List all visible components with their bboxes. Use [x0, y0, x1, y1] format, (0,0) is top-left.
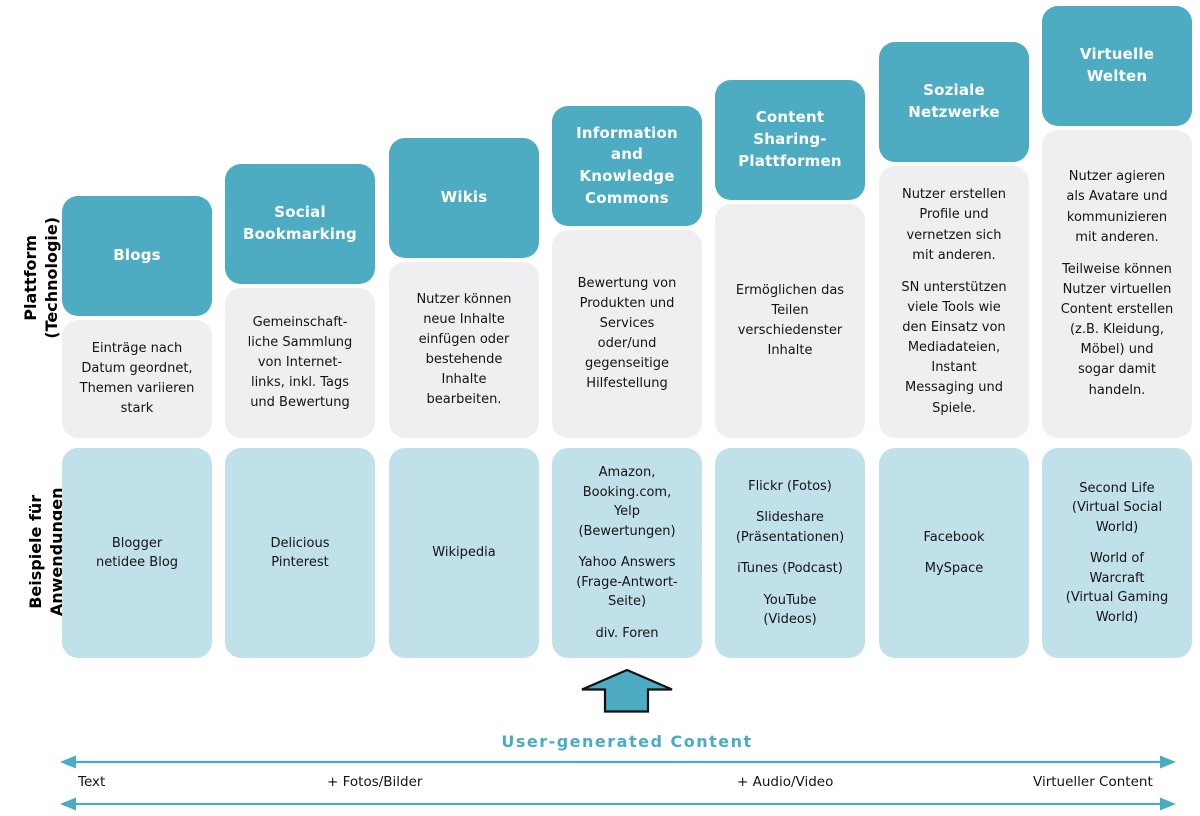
- platform-description-box: Bewertung von Produkten und Services ode…: [552, 230, 702, 438]
- row-label-platform: Plattform (Technologie): [21, 216, 61, 339]
- description-paragraph: Bewertung von Produkten und Services ode…: [577, 275, 677, 392]
- description-paragraph: Nutzer agieren als Avatare und kommunizi…: [1066, 169, 1168, 245]
- example-item: World of Warcraft (Virtual Gaming World): [1065, 551, 1169, 625]
- example-item: Yahoo Answers (Frage-Antwort- Seite): [576, 555, 678, 609]
- example-item: Amazon, Booking.com, Yelp (Bewertungen): [578, 465, 676, 539]
- description-paragraph: Teilweise können Nutzer virtuellen Conte…: [1060, 261, 1174, 398]
- up-arrow-icon: [581, 669, 673, 713]
- platform-description-box: Nutzer agieren als Avatare und kommunizi…: [1042, 130, 1192, 438]
- platform-header-box: Social Bookmarking: [225, 164, 375, 284]
- examples-box: Blogger netidee Blog: [62, 448, 212, 658]
- examples-box: Delicious Pinterest: [225, 448, 375, 658]
- axis-label-text: Text: [78, 774, 106, 790]
- platform-title: Soziale Netzwerke: [908, 81, 1000, 121]
- example-item: Facebook: [923, 529, 985, 545]
- axis-label-fotos-bilder: + Fotos/Bilder: [327, 774, 423, 790]
- examples-box: Amazon, Booking.com, Yelp (Bewertungen) Y…: [552, 448, 702, 658]
- example-item: MySpace: [924, 561, 984, 576]
- platform-description-box: Ermöglichen das Teilen verschiedenster I…: [715, 204, 865, 438]
- platform-title: Content Sharing- Plattformen: [738, 108, 842, 170]
- platform-title: Blogs: [113, 246, 161, 265]
- platform-title: Virtuelle Welten: [1079, 45, 1155, 85]
- example-item: Flickr (Fotos): [748, 478, 832, 494]
- description-paragraph: Einträge nach Datum geordnet, Themen var…: [79, 340, 195, 417]
- platform-title: Wikis: [440, 188, 488, 207]
- platform-title: Social Bookmarking: [243, 203, 357, 243]
- examples-box: Second Life (Virtual Social World) World …: [1042, 448, 1192, 658]
- example-item: Slideshare (Präsentationen): [735, 510, 845, 545]
- example-item: div. Foren: [595, 625, 659, 641]
- example-item: Blogger netidee Blog: [95, 535, 179, 571]
- platform-description-box: Einträge nach Datum geordnet, Themen var…: [62, 320, 212, 438]
- examples-box: Flickr (Fotos) Slideshare (Präsentationen…: [715, 448, 865, 658]
- example-item: Second Life (Virtual Social World): [1071, 480, 1163, 535]
- platform-header-box: Content Sharing- Plattformen: [715, 80, 865, 200]
- platform-description-box: Gemeinschaft- liche Sammlung von Interne…: [225, 288, 375, 438]
- platform-title: Information and Knowledge Commons: [576, 123, 678, 207]
- platform-header-box: Virtuelle Welten: [1042, 6, 1192, 126]
- description-paragraph: Gemeinschaft- liche Sammlung von Interne…: [247, 314, 353, 411]
- description-paragraph: Nutzer können neue Inhalte einfügen oder…: [416, 291, 512, 408]
- platform-header-box: Wikis: [389, 138, 539, 258]
- platform-header-box: Blogs: [62, 196, 212, 316]
- double-arrow-axis-lines: [60, 755, 1176, 811]
- example-item: YouTube (Videos): [763, 592, 817, 628]
- platform-description-box: Nutzer können neue Inhalte einfügen oder…: [389, 262, 539, 438]
- example-item: Wikipedia: [432, 545, 496, 561]
- platform-header-box: Soziale Netzwerke: [879, 42, 1029, 162]
- platform-description-box: Nutzer erstellen Profile und vernetzen s…: [879, 166, 1029, 438]
- description-paragraph: SN unterstützen viele Tools wie den Eins…: [901, 279, 1007, 416]
- axis-title: User-generated Content: [501, 732, 753, 751]
- platform-header-box: Information and Knowledge Commons: [552, 106, 702, 226]
- description-paragraph: Ermöglichen das Teilen verschiedenster I…: [735, 282, 845, 359]
- example-item: Delicious Pinterest: [270, 535, 330, 571]
- examples-box: Wikipedia: [389, 448, 539, 658]
- example-item: iTunes (Podcast): [737, 561, 843, 576]
- axis-label-virtueller-content: Virtueller Content: [1033, 774, 1153, 790]
- axis-label-audio-video: + Audio/Video: [737, 774, 834, 790]
- description-paragraph: Nutzer erstellen Profile und vernetzen s…: [901, 187, 1007, 263]
